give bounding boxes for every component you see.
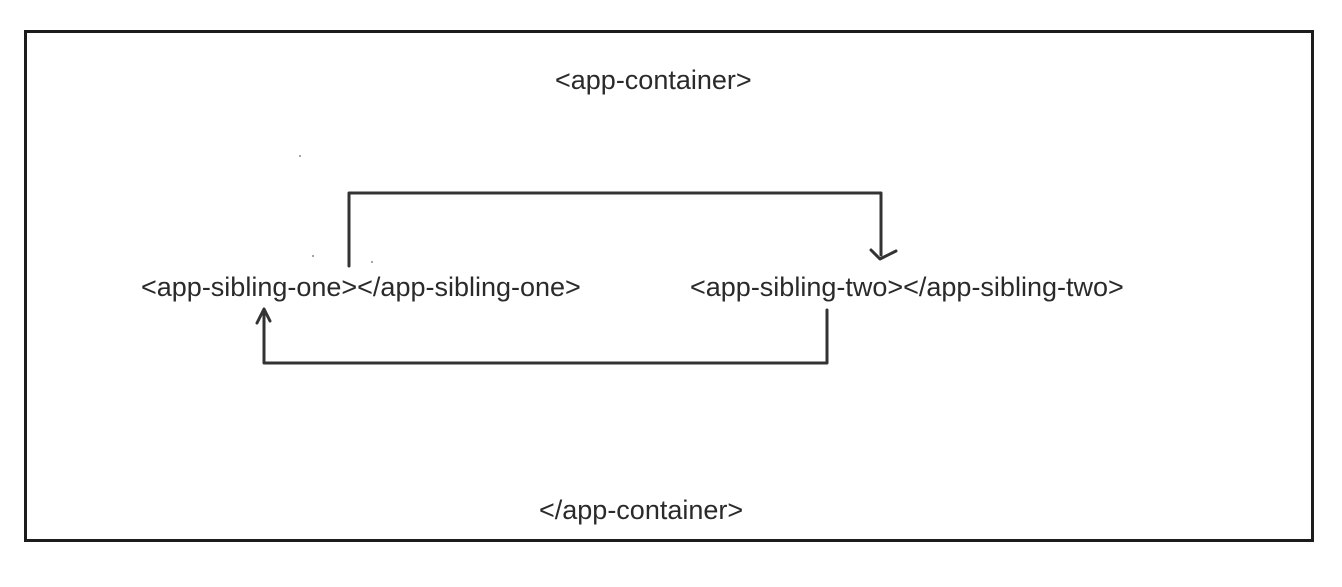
app-container-open-tag: <app-container> <box>555 65 752 95</box>
app-container-box <box>24 30 1314 542</box>
arrowhead-up-icon <box>255 307 272 325</box>
speck-mark <box>299 155 301 157</box>
arrow-one-to-two <box>347 191 883 268</box>
speck-mark <box>371 261 373 263</box>
app-container-close-tag: </app-container> <box>539 495 744 525</box>
arrowhead-down-icon <box>869 248 898 261</box>
arrow-two-to-one <box>262 308 829 365</box>
speck-mark <box>312 255 314 257</box>
app-sibling-one-tag: <app-sibling-one></app-sibling-one> <box>141 272 581 302</box>
app-sibling-two-tag: <app-sibling-two></app-sibling-two> <box>690 272 1124 302</box>
